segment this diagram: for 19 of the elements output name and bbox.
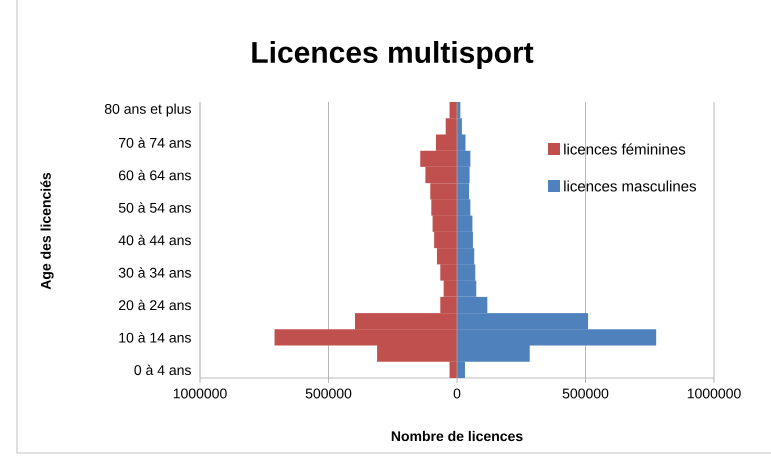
y-tick-label: 60 à 64 ans xyxy=(119,170,191,180)
x-tick-label: 0 xyxy=(454,388,460,398)
legend-label: licences masculines xyxy=(564,180,696,192)
axis-title: Nombre de licences xyxy=(392,430,523,442)
y-tick-label: 80 ans et plus xyxy=(104,104,191,117)
y-tick-label: 10 à 14 ans xyxy=(119,332,191,343)
y-tick-label: 20 à 24 ans xyxy=(119,300,191,310)
x-tick-label: 1000000 xyxy=(174,388,227,398)
y-tick-label: 40 à 44 ans xyxy=(118,234,191,246)
x-tick-label: 1000000 xyxy=(688,388,741,398)
x-tick-label: 500000 xyxy=(562,388,608,398)
x-tick-label: 500000 xyxy=(306,388,352,398)
y-tick-label: 70 à 74 ans xyxy=(119,137,191,148)
y-tick-label: 30 à 34 ans xyxy=(118,267,191,278)
y-tick-label: 50 à 54 ans xyxy=(118,202,191,213)
axis-title: Age des licenciés xyxy=(40,172,54,290)
y-tick-label: 0 à 4 ans xyxy=(134,364,191,376)
legend-label: licences féminines xyxy=(564,143,686,155)
chart-title: Licences multisport xyxy=(252,41,534,69)
